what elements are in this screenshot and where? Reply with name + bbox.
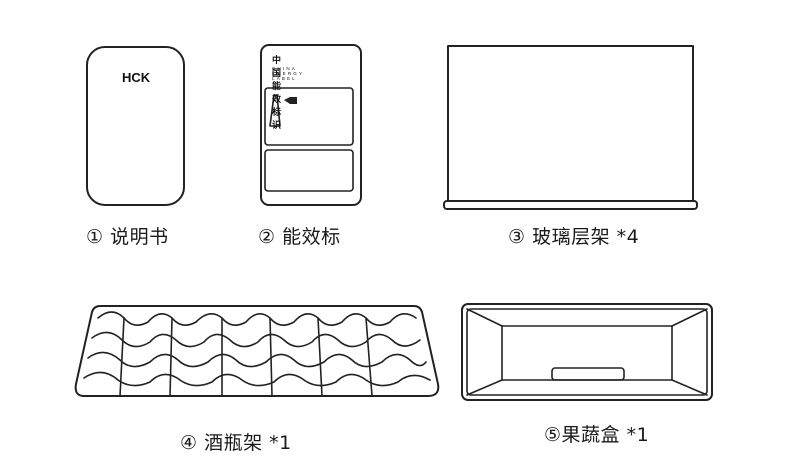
manual-caption: ① 说明书: [86, 226, 169, 248]
energy-label-subtitle: CHINA ENERGY LABEL: [272, 66, 305, 81]
energy-label-title: 中国能效标识: [272, 56, 283, 131]
energy-label-caption: ② 能效标: [258, 226, 341, 248]
manual-brand-logo: HCK: [122, 70, 151, 85]
glass-shelf-caption: ③ 玻璃层架 *4: [508, 226, 640, 248]
crisper-box-caption: ⑤果蔬盒 *1: [544, 424, 650, 446]
bottle-rack-caption: ④ 酒瓶架 *1: [180, 432, 292, 454]
